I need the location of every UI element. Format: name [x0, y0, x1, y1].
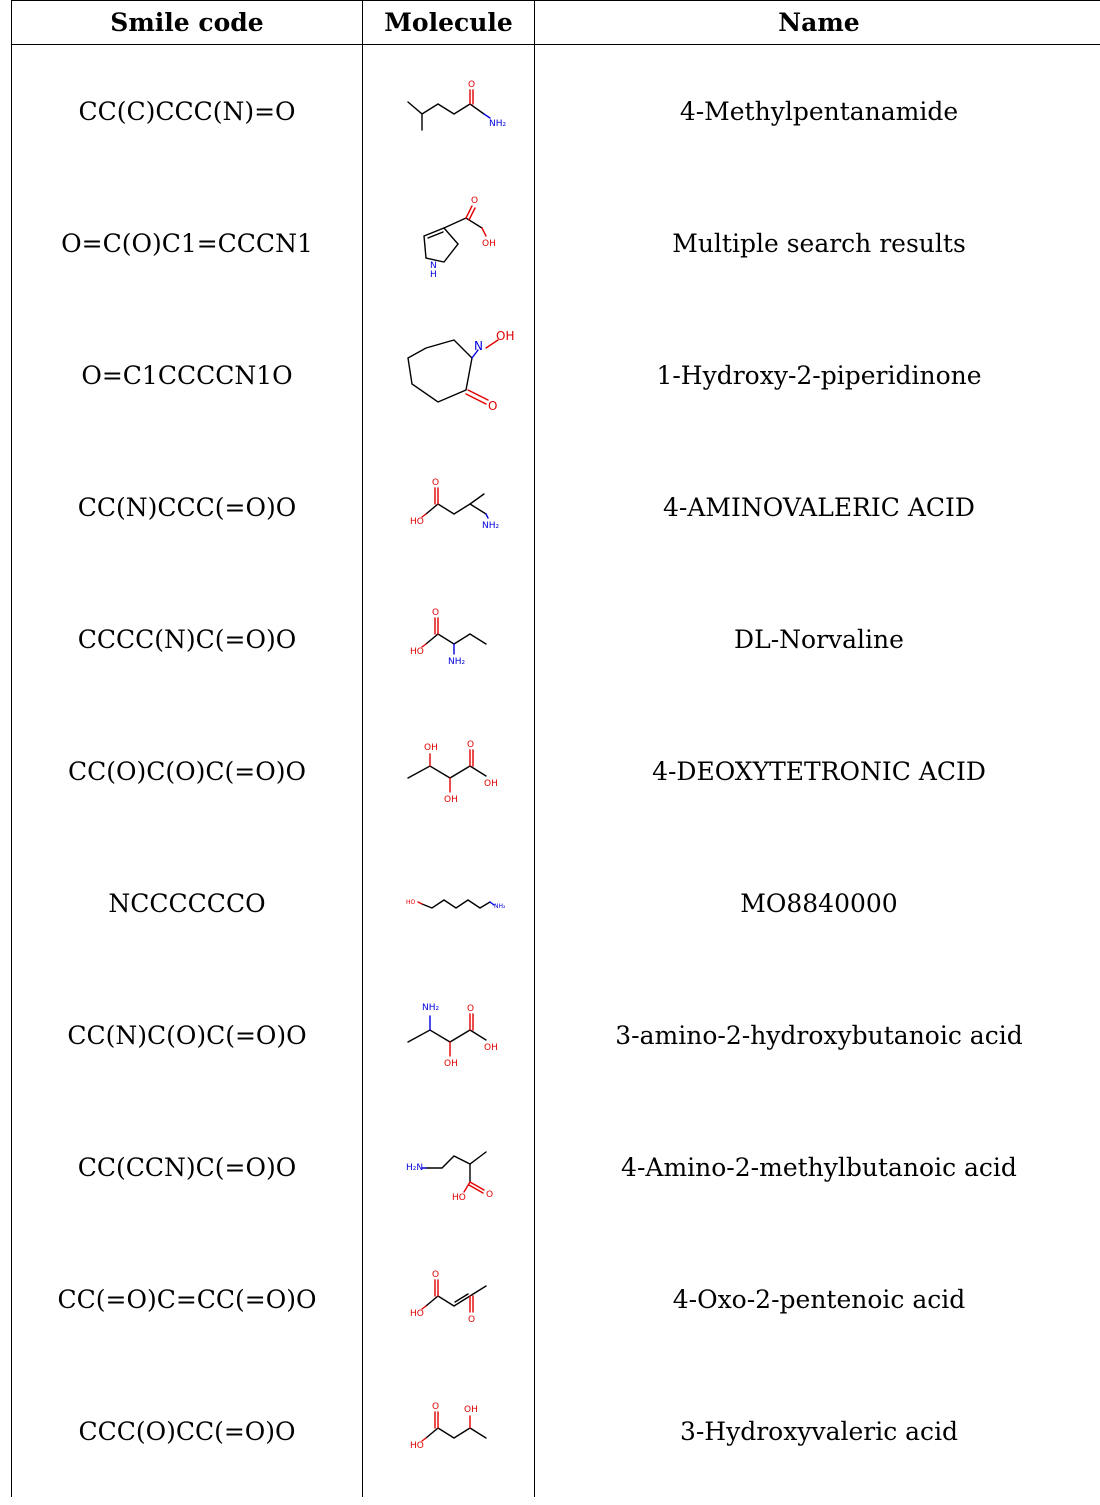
atom-label: OH — [484, 779, 498, 789]
atom-label: OH — [496, 329, 514, 343]
table-row: CC(N)CCC(=O)O O HO NH₂ 4-AMINOVALERIC AC… — [11, 441, 1100, 573]
name-cell: 4-Methylpentanamide — [534, 44, 1100, 177]
atom-label: O — [432, 1270, 439, 1280]
molecule-structure-image: N OH O — [406, 329, 514, 413]
atom-label: O — [468, 1315, 475, 1325]
molecule-cell: OH O OH OH — [362, 705, 535, 837]
molecule-cell: HO NH₂ — [362, 837, 535, 969]
molecule-structure-image: NH₂ O OH OH — [406, 1003, 498, 1069]
name-cell: 4-Oxo-2-pentenoic acid — [534, 1233, 1100, 1365]
header-smiles: Smile code — [11, 0, 363, 45]
smiles-cell: CC(C)CCC(N)=O — [11, 44, 363, 177]
atom-label: NH₂ — [494, 903, 506, 910]
molecule-cell: O NH₂ — [362, 44, 535, 177]
table-row: CCCC(N)C(=O)O O HO NH₂ DL-Norvaline — [11, 573, 1100, 705]
molecule-cell: H₂N O HO — [362, 1101, 535, 1233]
smiles-cell: CC(N)C(O)C(=O)O — [11, 969, 363, 1101]
atom-label: N — [430, 261, 437, 271]
header-molecule: Molecule — [362, 0, 535, 45]
atom-label: OH — [424, 743, 438, 753]
atom-label: O — [467, 1004, 474, 1014]
atom-label: N — [474, 339, 483, 353]
atom-label: HO — [410, 647, 424, 657]
table-row: CC(C)CCC(N)=O O NH₂ 4-Methylpentanamide — [11, 44, 1100, 177]
molecule-cell: N OH O — [362, 309, 535, 441]
atom-label: OH — [464, 1405, 478, 1415]
atom-label: O — [486, 1190, 493, 1200]
table-row: CC(O)C(O)C(=O)O OH O OH OH 4-DEOXYTETRON… — [11, 705, 1100, 837]
smiles-cell: CC(=O)C=CC(=O)O — [11, 1233, 363, 1365]
name-cell: 1-Hydroxy-2-piperidinone — [534, 309, 1100, 441]
atom-label: NH₂ — [482, 521, 500, 531]
molecule-structure-image: HO NH₂ — [406, 899, 506, 910]
smiles-cell: CC(O)C(O)C(=O)O — [11, 705, 363, 837]
name-cell: 3-amino-2-hydroxybutanoic acid — [534, 969, 1100, 1101]
atom-label: HO — [452, 1193, 466, 1203]
atom-label: HO — [406, 899, 416, 906]
name-cell: 4-AMINOVALERIC ACID — [534, 441, 1100, 573]
molecule-cell: O HO NH₂ — [362, 441, 535, 573]
table-row: NCCCCCCO HO NH₂ MO8840000 — [11, 837, 1100, 969]
atom-label: H — [430, 270, 437, 280]
atom-label: O — [432, 478, 439, 488]
molecule-structure-image: O NH₂ — [406, 80, 507, 131]
molecule-structure-image: OH O OH OH — [406, 740, 498, 805]
molecule-cell: O HO NH₂ — [362, 573, 535, 705]
atom-label: O — [432, 1402, 439, 1412]
name-cell: 4-Amino-2-methylbutanoic acid — [534, 1101, 1100, 1233]
molecule-structure-image: O HO O — [410, 1270, 487, 1325]
table-row: O=C(O)C1=CCCN1 O OH N H Multiple search … — [11, 177, 1100, 309]
table-row: CCC(O)CC(=O)O O OH HO 3-Hydroxyvaleric a… — [11, 1365, 1100, 1497]
name-cell: Multiple search results — [534, 177, 1100, 309]
table-row: CC(N)C(O)C(=O)O NH₂ O OH OH 3-amino-2-hy… — [11, 969, 1100, 1101]
name-cell: 3-Hydroxyvaleric acid — [534, 1365, 1100, 1497]
atom-label: O — [432, 608, 439, 618]
atom-label: OH — [444, 1059, 458, 1069]
atom-label: NH₂ — [489, 119, 507, 129]
molecule-cell: O HO O — [362, 1233, 535, 1365]
header-name: Name — [534, 0, 1100, 45]
atom-label: O — [468, 80, 475, 90]
atom-label: HO — [410, 517, 424, 527]
atom-label: O — [471, 196, 478, 206]
atom-label: NH₂ — [422, 1003, 440, 1013]
atom-label: H₂N — [406, 1163, 423, 1173]
table-row: CC(CCN)C(=O)O H₂N O HO 4-Amino-2-methylb… — [11, 1101, 1100, 1233]
atom-label: OH — [444, 795, 458, 805]
smiles-cell: CCCC(N)C(=O)O — [11, 573, 363, 705]
smiles-cell: CC(N)CCC(=O)O — [11, 441, 363, 573]
molecule-cell: NH₂ O OH OH — [362, 969, 535, 1101]
molecule-structure-image: O HO NH₂ — [410, 478, 500, 531]
name-cell: MO8840000 — [534, 837, 1100, 969]
smiles-cell: O=C(O)C1=CCCN1 — [11, 177, 363, 309]
smiles-cell: NCCCCCCO — [11, 837, 363, 969]
molecule-table: Smile code Molecule Name CC(C)CCC(N)=O O… — [11, 0, 1100, 1497]
atom-label: O — [467, 740, 474, 750]
molecule-structure-image: O OH HO — [410, 1402, 487, 1451]
smiles-cell: CCC(O)CC(=O)O — [11, 1365, 363, 1497]
table-row: CC(=O)C=CC(=O)O O HO O 4-Oxo-2-pentenoic… — [11, 1233, 1100, 1365]
name-cell: DL-Norvaline — [534, 573, 1100, 705]
atom-label: NH₂ — [448, 657, 466, 667]
smiles-cell: O=C1CCCCN1O — [11, 309, 363, 441]
molecule-structure-image: O OH N H — [422, 196, 496, 280]
molecule-cell: O OH N H — [362, 177, 535, 309]
table-header-row: Smile code Molecule Name — [11, 0, 1100, 45]
molecule-structure-image: H₂N O HO — [406, 1151, 493, 1203]
atom-label: HO — [410, 1309, 424, 1319]
name-cell: 4-DEOXYTETRONIC ACID — [534, 705, 1100, 837]
atom-label: OH — [482, 239, 496, 249]
table-row: O=C1CCCCN1O N OH O 1-Hydroxy-2-piperidin… — [11, 309, 1100, 441]
smiles-cell: CC(CCN)C(=O)O — [11, 1101, 363, 1233]
atom-label: HO — [410, 1441, 424, 1451]
atom-label: O — [488, 399, 497, 413]
atom-label: OH — [484, 1043, 498, 1053]
molecule-cell: O OH HO — [362, 1365, 535, 1497]
molecule-structure-image: O HO NH₂ — [410, 608, 487, 667]
